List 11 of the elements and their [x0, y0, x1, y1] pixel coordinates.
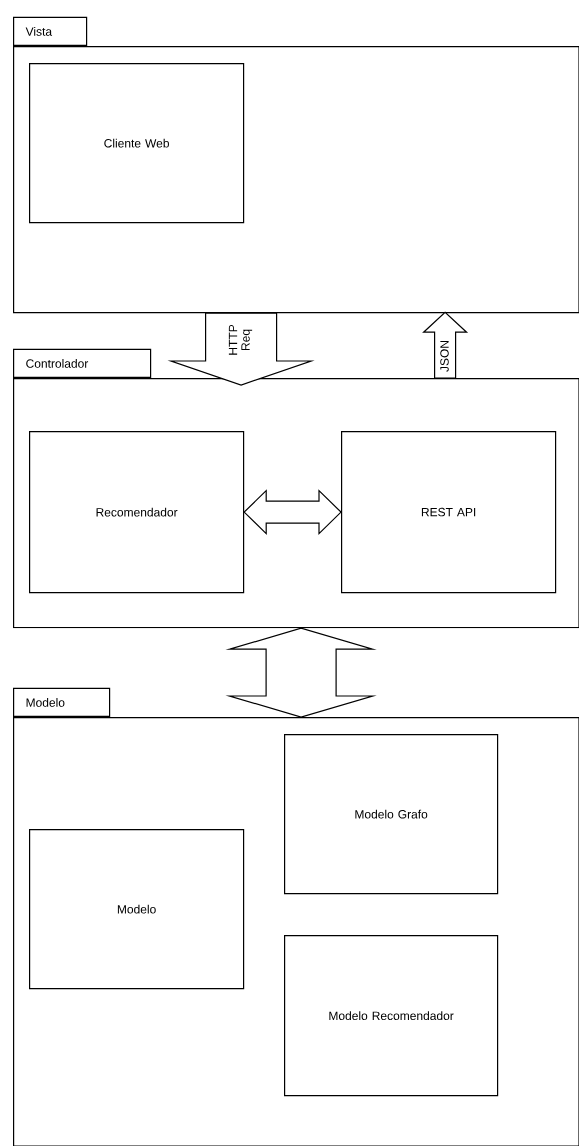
component-box: REST API — [341, 431, 557, 594]
block-arrow — [243, 489, 342, 536]
node-label: Modelo — [26, 698, 65, 707]
node-label: Vista — [25, 27, 53, 36]
component-box: Modelo — [29, 829, 245, 990]
component-box: Modelo Recomendador — [284, 935, 499, 1097]
component-box: Recomendador — [29, 431, 245, 594]
node-label: Controlador — [26, 359, 89, 368]
component-box: Cliente Web — [29, 63, 245, 224]
component-box: Modelo Grafo — [284, 734, 499, 895]
block-arrow — [225, 627, 377, 718]
